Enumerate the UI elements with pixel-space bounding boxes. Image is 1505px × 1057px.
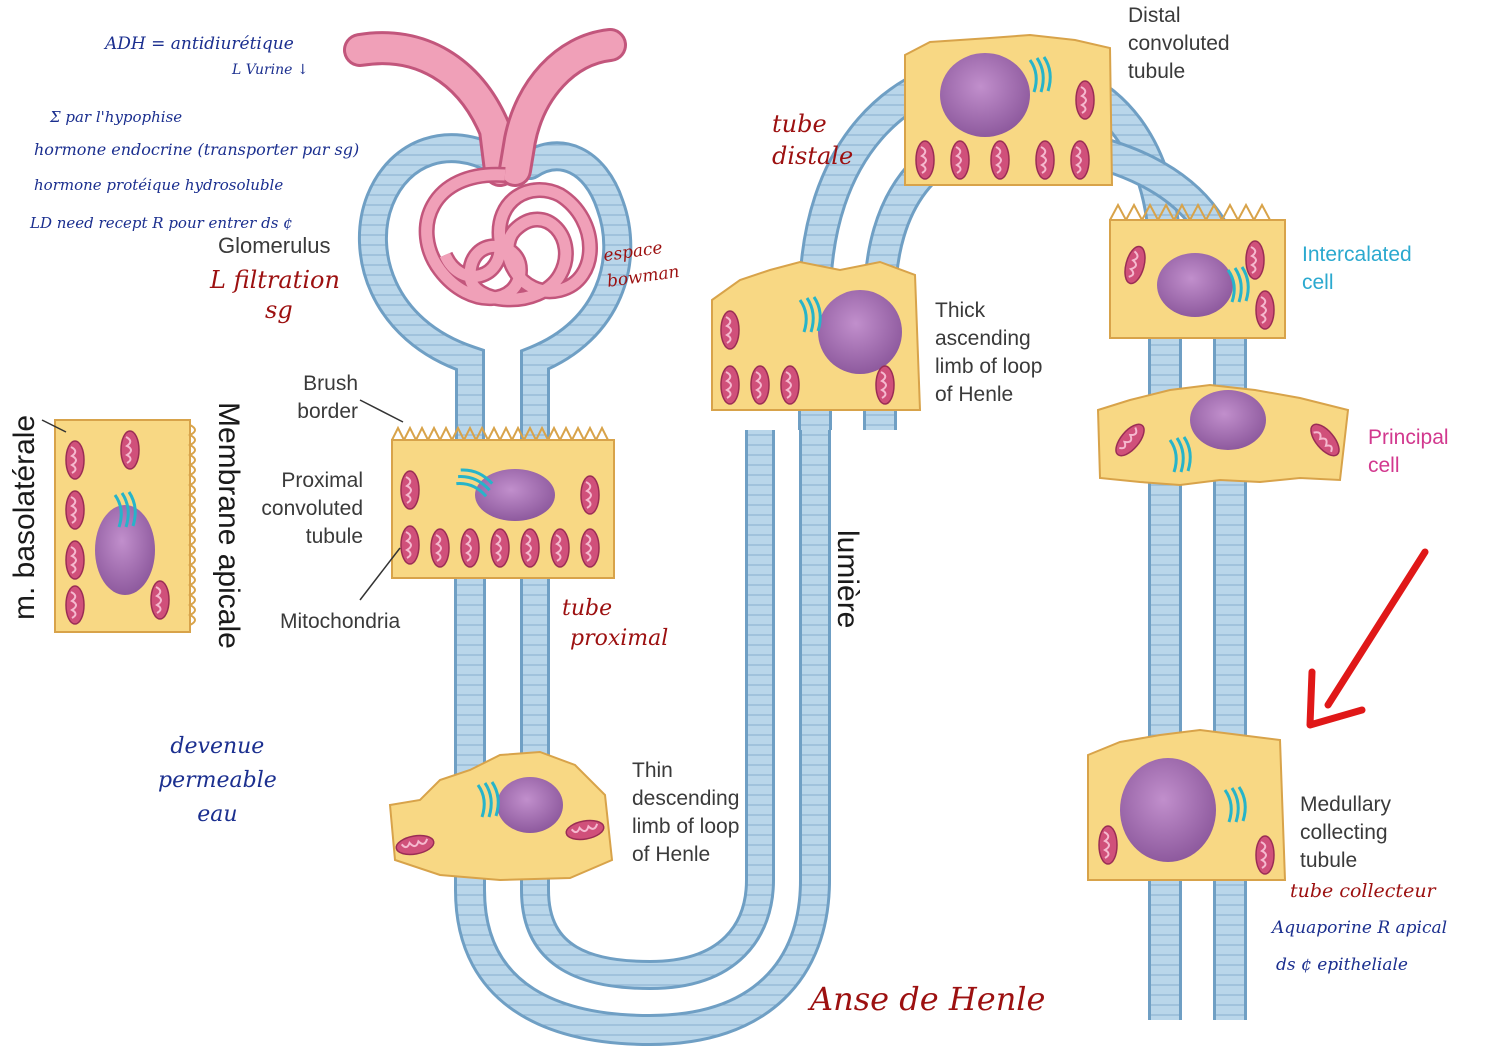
label-distal-line1: Distal bbox=[1128, 4, 1181, 27]
label-thick-line1: Thick bbox=[935, 299, 986, 322]
glomerulus bbox=[343, 28, 627, 308]
label-thin-line1: Thin bbox=[632, 759, 673, 782]
label-medullary: Medullary collecting tubule bbox=[1300, 791, 1391, 875]
label-thin-line4: of Henle bbox=[632, 843, 711, 866]
label-thin-line2: descending bbox=[632, 787, 740, 810]
basolateral-leader bbox=[41, 419, 67, 433]
thick-ascending-cell bbox=[711, 260, 922, 411]
label-intercalated: Intercalated cell bbox=[1302, 241, 1412, 297]
medullary-cell bbox=[1087, 728, 1287, 881]
note-filtration: L filtration sg bbox=[210, 265, 340, 325]
label-medullary-line2: collecting bbox=[1300, 821, 1388, 844]
note-devenue-line1: devenue bbox=[170, 734, 265, 759]
label-distal-line2: convoluted bbox=[1128, 32, 1230, 55]
label-thick-line4: of Henle bbox=[935, 383, 1014, 406]
label-proximal: Proximal convoluted tubule bbox=[225, 467, 363, 551]
label-proximal-line3: tubule bbox=[305, 525, 363, 548]
label-m-basolaterale: m. basolatérale bbox=[8, 414, 41, 620]
note-recept: LD need recept R pour entrer ds ¢ bbox=[30, 214, 293, 232]
label-lumiere: lumière bbox=[831, 530, 864, 629]
label-medullary-line1: Medullary bbox=[1300, 793, 1392, 816]
label-thick-ascending: Thick ascending limb of loop of Henle bbox=[935, 297, 1042, 409]
label-distal-line3: tubule bbox=[1128, 60, 1186, 83]
intercalated-cell bbox=[1109, 202, 1286, 339]
note-filtration-line1: L filtration bbox=[210, 266, 340, 294]
mitochondria-leader bbox=[359, 547, 401, 601]
note-anse-de-henle: Anse de Henle bbox=[810, 980, 1046, 1018]
label-membrane-apicale: Membrane apicale bbox=[212, 402, 245, 649]
note-tube-distale-line2: distale bbox=[772, 142, 854, 170]
label-thick-line3: limb of loop bbox=[935, 355, 1043, 378]
label-glomerulus: Glomerulus bbox=[218, 233, 331, 258]
note-tube-distale-line1: tube bbox=[772, 110, 827, 138]
note-tube-proximal-line2: proximal bbox=[570, 626, 669, 651]
label-intercalated-line1: Intercalated bbox=[1302, 243, 1412, 266]
label-brush-border-line2: border bbox=[297, 400, 358, 423]
label-thick-line2: ascending bbox=[935, 327, 1031, 350]
note-adh: ADH = antidiurétique bbox=[105, 34, 294, 54]
label-principal-line2: cell bbox=[1368, 454, 1400, 477]
label-distal: Distal convoluted tubule bbox=[1128, 2, 1230, 86]
note-epitheliale: ds ¢ epitheliale bbox=[1276, 955, 1408, 975]
principal-cell bbox=[1096, 383, 1350, 487]
note-endocrine: hormone endocrine (transporter par sg) bbox=[34, 140, 360, 159]
note-tube-collecteur: tube collecteur bbox=[1290, 880, 1436, 902]
note-devenue-line3: eau bbox=[197, 802, 238, 827]
distal-cell bbox=[904, 33, 1114, 186]
note-tube-distale: tube distale bbox=[772, 108, 853, 172]
note-proteique: hormone protéique hydrosoluble bbox=[34, 176, 284, 194]
note-devenue-line2: permeable bbox=[158, 768, 277, 793]
label-principal: Principal cell bbox=[1368, 424, 1449, 480]
label-mitochondria: Mitochondria bbox=[280, 610, 401, 633]
label-intercalated-line2: cell bbox=[1302, 271, 1334, 294]
note-espace: espace bowman bbox=[602, 233, 681, 295]
label-thin-line3: limb of loop bbox=[632, 815, 740, 838]
epithelial-cell-small bbox=[54, 419, 196, 633]
brush-border-leader bbox=[359, 399, 404, 423]
red-arrow bbox=[1306, 548, 1429, 729]
label-proximal-line1: Proximal bbox=[281, 469, 363, 492]
label-medullary-line3: tubule bbox=[1300, 849, 1358, 872]
note-tube-proximal-line1: tube bbox=[562, 596, 613, 621]
note-tube-proximal: tube proximal bbox=[562, 594, 668, 654]
label-proximal-line2: convoluted bbox=[261, 497, 363, 520]
thin-descending-cell bbox=[388, 750, 614, 882]
note-devenue: devenue permeable eau bbox=[158, 730, 277, 832]
label-brush-border: Brush border bbox=[270, 370, 358, 426]
label-brush-border-line1: Brush bbox=[303, 372, 358, 395]
note-filtration-line2: sg bbox=[265, 296, 293, 324]
proximal-cell bbox=[391, 425, 615, 579]
note-aquaporine: Aquaporine R apical bbox=[1272, 918, 1448, 938]
note-vurine: L Vurine ↓ bbox=[232, 62, 309, 78]
label-principal-line1: Principal bbox=[1368, 426, 1449, 449]
label-thin-descending: Thin descending limb of loop of Henle bbox=[632, 757, 739, 869]
note-hypophise: Σ par l'hypophise bbox=[50, 108, 183, 126]
